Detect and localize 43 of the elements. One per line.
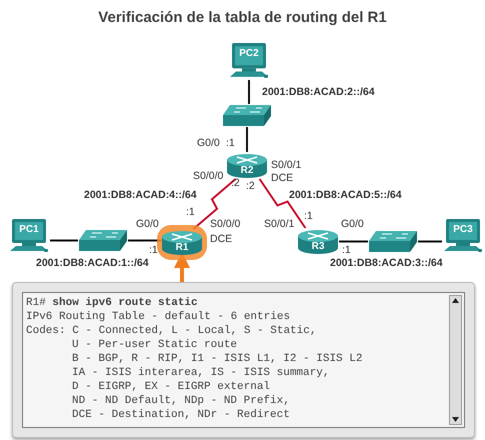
interface-label: :2 (231, 177, 240, 189)
interface-label: G0/0 (197, 137, 220, 149)
interface-label: :1 (304, 210, 313, 222)
device-label: PC1 (18, 224, 40, 236)
subnet-label: 2001:DB8:ACAD:3::/64 (330, 257, 443, 269)
code-line: U - Per-user Static route (71, 338, 238, 352)
diagram-title: Verificación de la tabla de routing del R1 (97, 8, 388, 28)
subnet-label: 2001:DB8:ACAD:2::/64 (262, 86, 375, 98)
subnet-label: 2001:DB8:ACAD:1::/64 (36, 257, 149, 269)
code-line: IPv6 Routing Table - default - 6 entries (26, 310, 290, 324)
interface-label: :1 (226, 137, 235, 149)
subnet-label: 2001:DB8:ACAD:4::/64 (84, 189, 197, 201)
device-label: R2 (240, 165, 254, 177)
code-line: D - EIGRP, EX - EIGRP external (71, 380, 270, 394)
interface-label: DCE (271, 172, 294, 184)
network-cable (248, 80, 250, 104)
subnet-label: 2001:DB8:ACAD:5::/64 (289, 189, 402, 201)
device-label: PC2 (238, 48, 260, 60)
code-line: Codes: C - Connected, L - Local, S - Static, (26, 324, 316, 338)
network-cable (339, 240, 368, 242)
network-cable (50, 240, 78, 242)
interface-label: DCE (210, 233, 232, 245)
network-cable (246, 127, 248, 152)
code-line: ND - ND Default, NDp - ND Prefix, (71, 394, 290, 408)
interface-label: G0/0 (341, 218, 364, 230)
interface-label: :1 (149, 244, 158, 256)
interface-label: S0/0/0 (210, 218, 240, 230)
code-line: R1# show ipv6 route static (26, 296, 198, 310)
code-line: IA - ISIS interarea, IS - ISIS summary, (71, 366, 330, 380)
interface-label: G0/0 (136, 218, 159, 230)
interface-label: :1 (186, 206, 195, 218)
serial-link (258, 178, 306, 229)
interface-label: :1 (342, 244, 351, 256)
terminal-window (12, 282, 475, 438)
interface-label: :2 (246, 180, 255, 192)
code-line: DCE - Destination, NDr - Redirect (71, 408, 290, 422)
code-line: B - BGP, R - RIP, I1 - ISIS L1, I2 - ISIS L2 (71, 352, 362, 366)
device-label: PC3 (452, 224, 474, 236)
network-cable (418, 240, 442, 242)
interface-label: S0/0/1 (264, 218, 294, 230)
interface-label: S0/0/1 (271, 159, 302, 171)
interface-label: S0/0/0 (193, 170, 224, 182)
device-label: R3 (310, 241, 326, 253)
